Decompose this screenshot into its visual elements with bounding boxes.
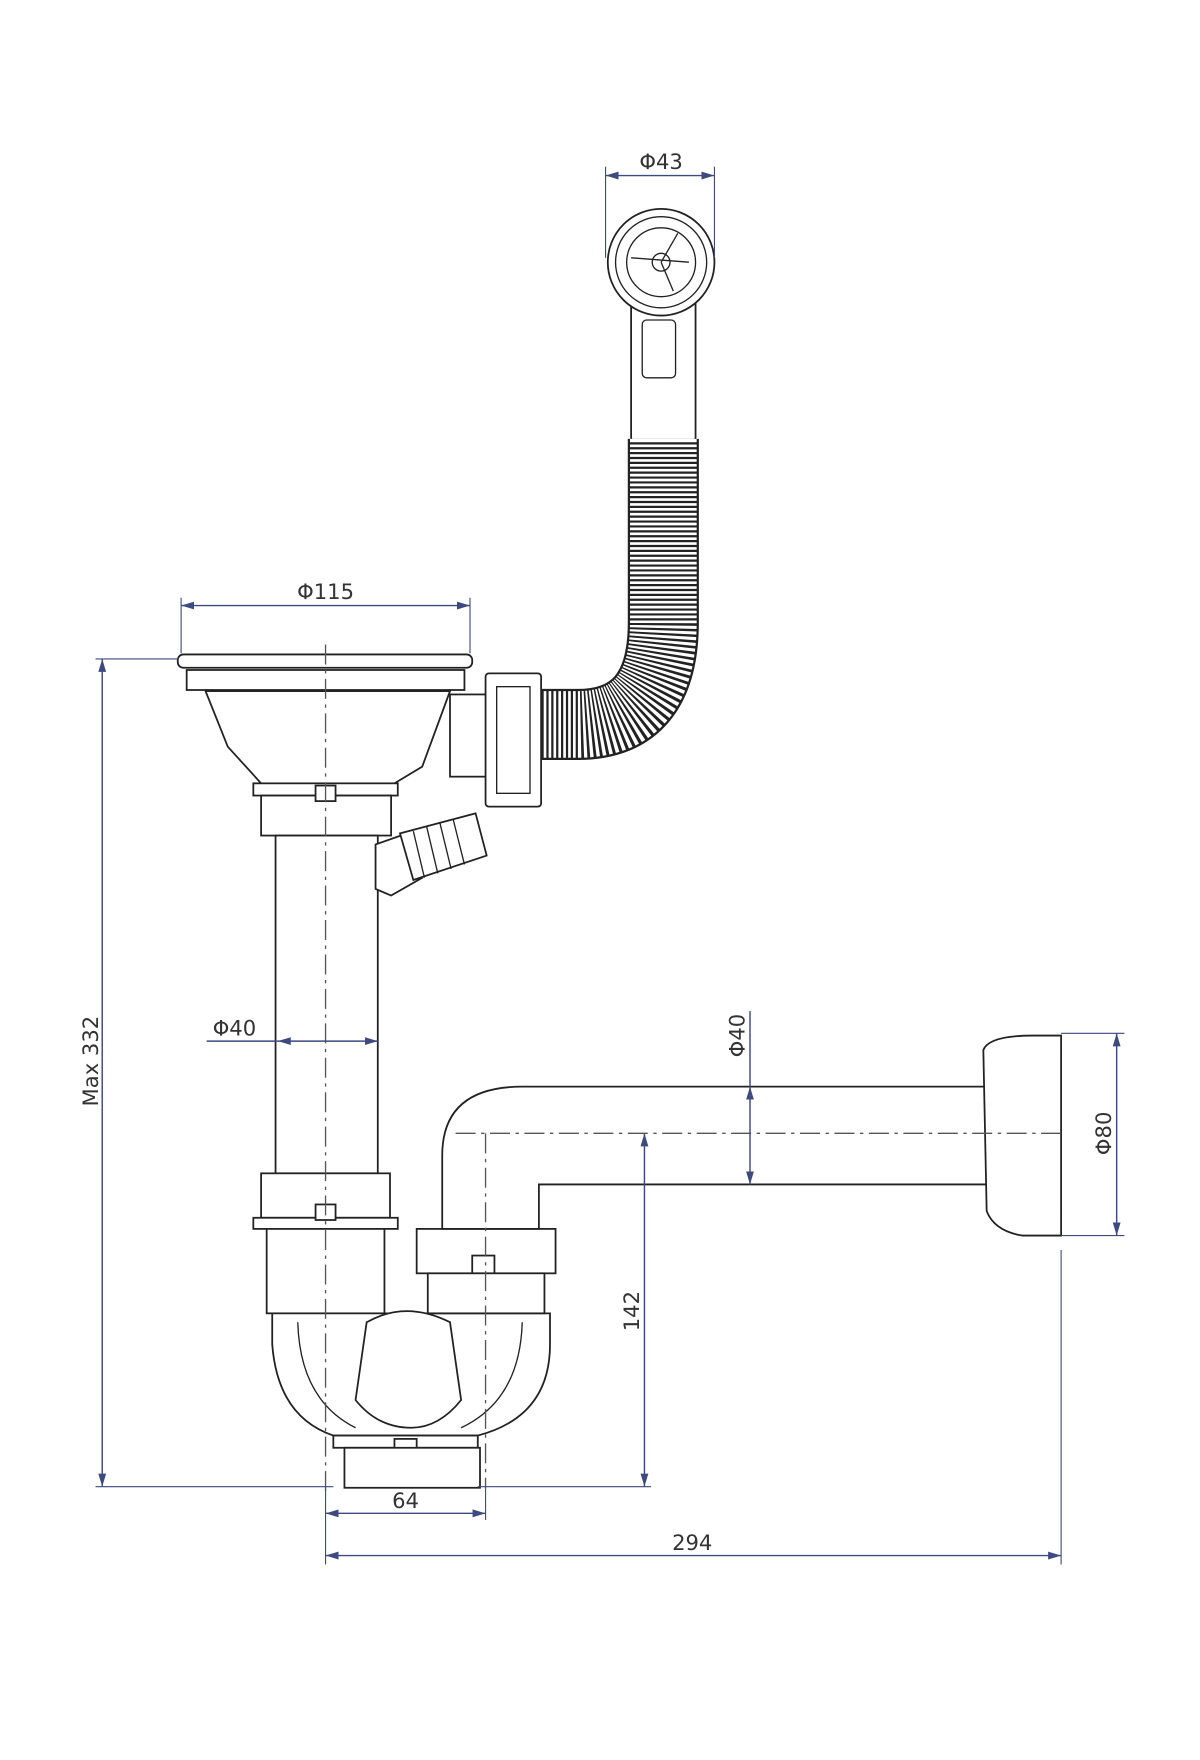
total-reach-label: 294 <box>672 1530 712 1555</box>
strainer-diameter-label: Φ115 <box>297 579 354 604</box>
dishwasher-inlet <box>374 812 488 897</box>
dim-strainer: Φ115 <box>180 579 471 654</box>
max-height-label: Max 332 <box>78 1016 103 1107</box>
trap-offset-label: 64 <box>392 1488 419 1513</box>
dim-tailpiece-diameter: Φ40 <box>206 1016 378 1046</box>
center-lines <box>324 644 1065 1496</box>
dim-trap-offset: 64 <box>325 1488 487 1565</box>
dim-outlet-diameter: Φ40 <box>724 1011 754 1185</box>
outlet-diameter-label: Φ40 <box>724 1014 749 1057</box>
outlet-pipe <box>441 1034 1062 1237</box>
overflow-head <box>606 208 716 444</box>
dim-flange: Φ80 <box>1061 1032 1125 1237</box>
dim-overflow: Φ43 <box>605 149 715 258</box>
overflow-hose <box>538 438 699 760</box>
overflow-diameter-label: Φ43 <box>639 149 682 174</box>
tailpiece-diameter-label: Φ40 <box>213 1016 256 1041</box>
flange-diameter-label: Φ80 <box>1091 1112 1116 1155</box>
dim-max-height: Max 332 <box>78 658 334 1488</box>
dim-outlet-height: 142 <box>477 1133 652 1488</box>
dim-total-reach: 294 <box>325 1250 1062 1565</box>
outlet-height-label: 142 <box>619 1291 644 1331</box>
